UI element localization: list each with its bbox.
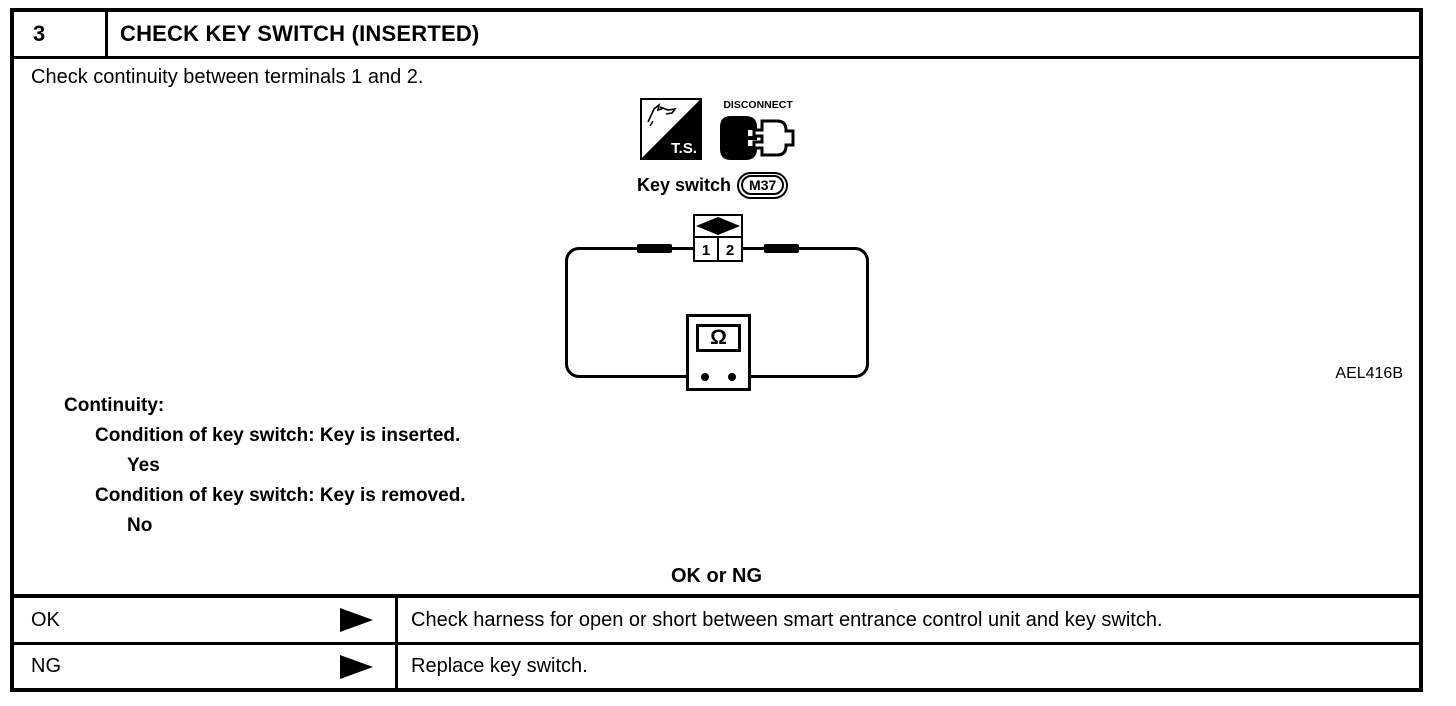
- diamond-icon: [696, 217, 740, 235]
- probe-tip-left: [637, 244, 672, 253]
- figure-code: AEL416B: [1335, 365, 1403, 382]
- connector-code-oval: M37: [737, 172, 789, 199]
- continuity-heading: Continuity:: [64, 395, 165, 416]
- decision-result-cell: OK: [14, 598, 398, 642]
- condition-result: Yes: [127, 455, 160, 476]
- terminal-cells: 1 2: [695, 236, 741, 262]
- connector-keying-symbol: [695, 216, 741, 236]
- decision-row-ok: OK Check harness for open or short betwe…: [14, 598, 1419, 645]
- arrow-right-icon: [340, 654, 373, 679]
- disconnected-connector-glyph: [720, 116, 795, 160]
- ohm-symbol: Ω: [696, 324, 741, 352]
- condition-text: Condition of key switch: Key is inserted…: [95, 425, 461, 446]
- ts-tester-icon: T.S.: [640, 98, 702, 160]
- ohmmeter: Ω: [686, 314, 751, 391]
- decision-result-cell: NG: [14, 645, 398, 688]
- connector-code: M37: [741, 175, 785, 195]
- test-circuit-diagram: T.S. DISCONNECT Key switch M37: [14, 59, 1419, 594]
- meter-terminal-right: [728, 373, 736, 381]
- step-body: Check continuity between terminals 1 and…: [14, 59, 1419, 598]
- hand-probe-sketch: [647, 103, 677, 127]
- decision-action: Replace key switch.: [411, 655, 588, 677]
- condition-result: No: [127, 515, 153, 536]
- connector-callout: Key switch M37: [637, 172, 789, 199]
- terminal-1: 1: [701, 241, 711, 259]
- step-header-row: 3 CHECK KEY SWITCH (INSERTED): [14, 12, 1419, 59]
- decision-action: Check harness for open or short between …: [411, 608, 1163, 631]
- decision-result: NG: [31, 655, 61, 677]
- step-title: CHECK KEY SWITCH (INSERTED): [120, 21, 480, 46]
- arrow-right-icon: [340, 608, 373, 632]
- step-number: 3: [14, 12, 108, 56]
- decision-prompt: OK or NG: [670, 565, 763, 587]
- key-switch-connector: 1 2: [693, 214, 743, 262]
- disconnect-icon: DISCONNECT: [714, 95, 802, 162]
- diagnostic-step-table: 3 CHECK KEY SWITCH (INSERTED) Check cont…: [10, 8, 1423, 692]
- instruction-text: Check continuity between terminals 1 and…: [31, 66, 424, 88]
- terminal-2: 2: [717, 238, 741, 262]
- probe-tip-right: [764, 244, 799, 253]
- ts-label: T.S.: [671, 140, 697, 157]
- decision-row-ng: NG Replace key switch.: [14, 645, 1419, 688]
- meter-terminal-left: [701, 373, 709, 381]
- continuity-spec: Continuity: Condition of key switch: Key…: [64, 391, 466, 541]
- decision-result: OK: [31, 608, 60, 631]
- connector-name: Key switch: [637, 175, 732, 195]
- disconnect-label: DISCONNECT: [723, 100, 793, 111]
- condition-text: Condition of key switch: Key is removed.: [95, 485, 466, 506]
